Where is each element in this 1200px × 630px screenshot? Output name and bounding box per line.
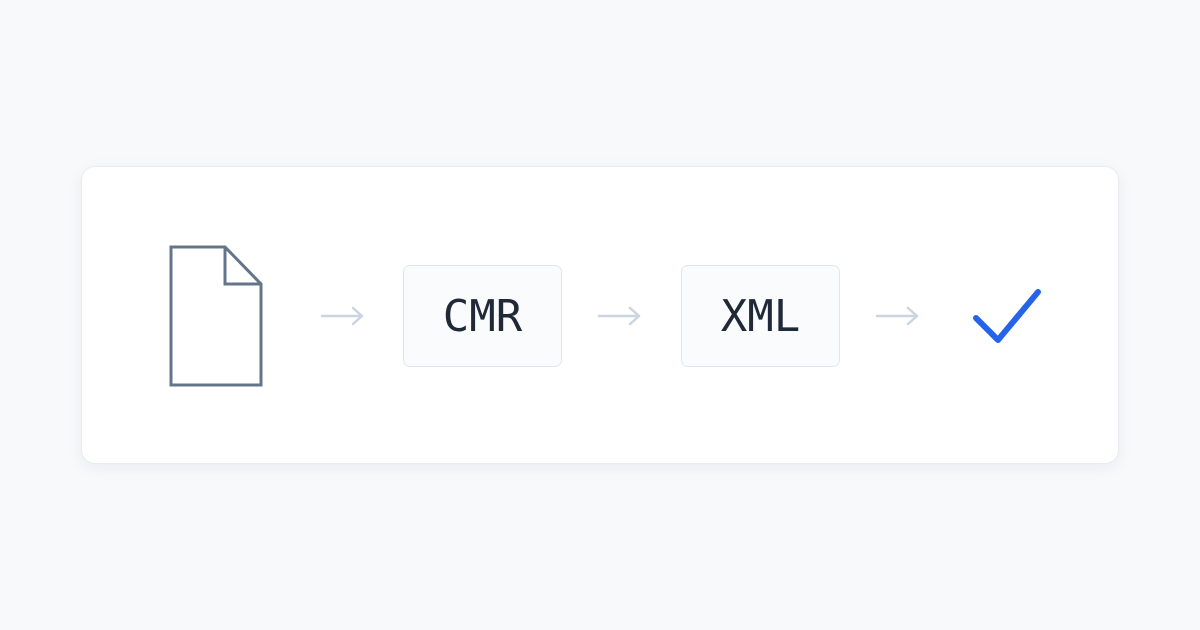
format-label-cmr: CMR <box>442 290 523 342</box>
format-label-xml: XML <box>720 290 801 342</box>
arrow-right-icon <box>875 306 921 326</box>
document-icon <box>168 244 264 388</box>
format-box-xml: XML <box>681 265 840 367</box>
check-icon <box>971 287 1043 345</box>
arrow-right-icon <box>597 306 643 326</box>
arrow-right-icon <box>320 306 366 326</box>
pipeline-card: CMR XML <box>81 166 1119 464</box>
format-box-cmr: CMR <box>403 265 562 367</box>
